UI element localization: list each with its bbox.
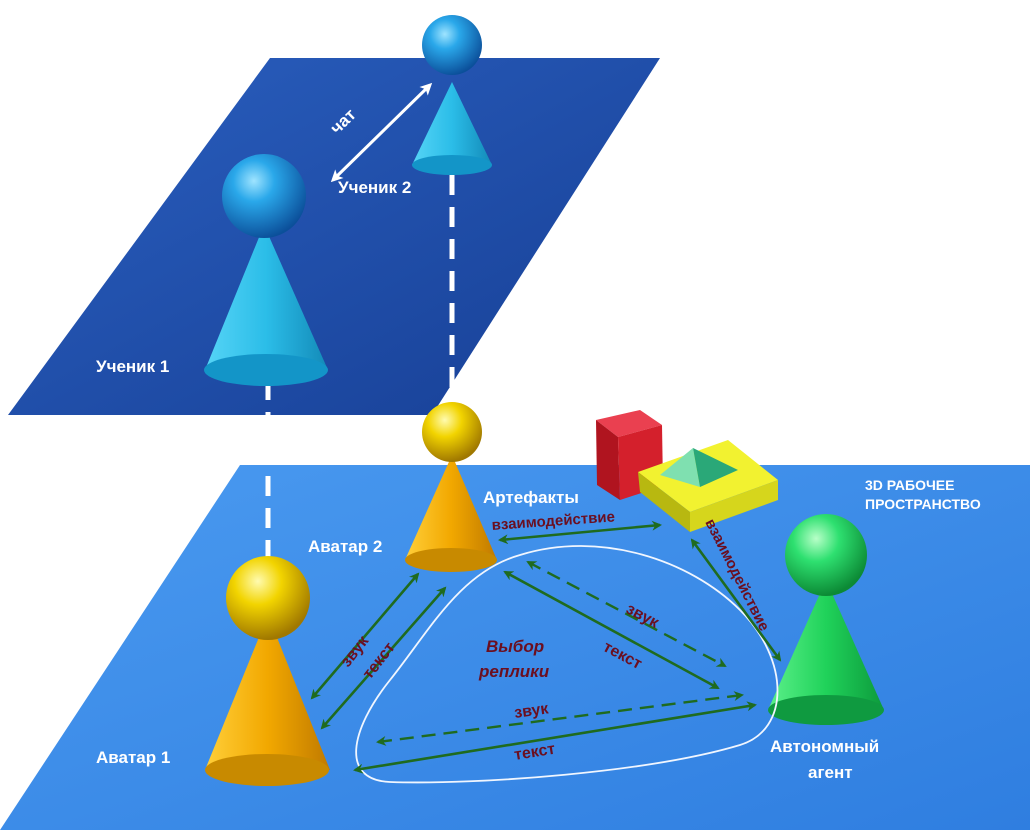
avatar2-figure (405, 402, 497, 572)
agent-figure (768, 514, 884, 725)
workspace-title-line1: 3D РАБОЧЕЕ (865, 477, 954, 493)
a1agent-sound-label: звук (513, 700, 550, 722)
artifacts-label: Артефакты (483, 488, 579, 507)
avatar1-figure (205, 556, 330, 786)
student1-label: Ученик 1 (96, 357, 169, 376)
chat-arrow (330, 82, 433, 183)
students-plane (8, 58, 660, 415)
selection-label-line1: Выбор (486, 637, 544, 656)
text-arrow-avatar2-agent (503, 570, 720, 690)
avatar2-label: Аватар 2 (308, 537, 382, 556)
text-arrow-avatar1-agent (353, 701, 757, 774)
a1agent-text-label: текст (513, 741, 557, 764)
interaction-arrow-avatar2-artifacts (498, 520, 662, 545)
agent-label-line2: агент (808, 763, 853, 782)
selection-label-line2: реплики (478, 662, 550, 681)
avatar1-label: Аватар 1 (96, 748, 170, 767)
workspace-title-line2: ПРОСТРАНСТВО (865, 496, 981, 512)
interaction-arrow-artifacts-agent (690, 538, 782, 662)
agent-label-line1: Автономный (770, 737, 879, 756)
artifact-platform (638, 440, 778, 532)
student2-label: Ученик 2 (338, 178, 411, 197)
student1-figure (204, 154, 328, 386)
text-arrow-avatar1-avatar2 (320, 586, 447, 730)
